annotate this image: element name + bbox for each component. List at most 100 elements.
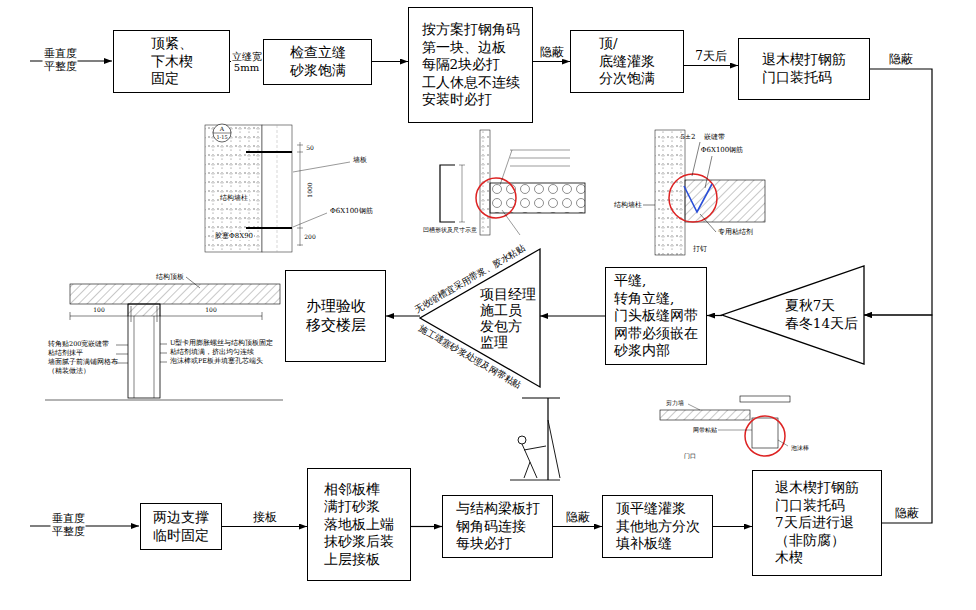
detail-a-part (277, 125, 278, 252)
flow-arrow (553, 526, 602, 527)
edge-label: 接板 (252, 511, 278, 525)
node-text: 相邻板榫 满打砂浆 落地板上端 抹砂浆后装 上层接板 (324, 481, 394, 569)
detail-d-part (186, 277, 200, 288)
annotation-label: 粘结剂填满，挤出均匀连续 (170, 349, 254, 356)
annotation-label: 转角贴200宽嵌缝带 (48, 341, 109, 348)
node-text: 与结构梁板打 钢角码连接 每块必打 (456, 500, 540, 553)
node-text: 办理验收 移交楼层 (306, 297, 366, 336)
flow-arrow (533, 61, 570, 62)
worker-figure (510, 398, 560, 480)
annotation-label: Φ6X100钢筋 (330, 207, 373, 215)
node-text: 两边支撑 临时固定 (153, 509, 209, 544)
detail-a-part (246, 227, 292, 229)
annotation-label: 100 (205, 307, 216, 314)
node-text: 项目经理 施工员 发包方 监理 (480, 286, 536, 351)
flow-arrow (372, 61, 408, 62)
annotation-label: 100 (93, 307, 104, 314)
worker-figure-part (510, 420, 560, 480)
process-box: 退木楔打钢筋 门口装托码 7天后进行退 （非防腐）木楔 (752, 470, 882, 576)
process-box: 检查立缝 砂浆饱满 (263, 39, 372, 85)
node-text: 顶/底缝灌浆 分次饱满 (599, 35, 655, 88)
edge-label: 7天后 (694, 50, 728, 64)
detail-d-part (70, 284, 280, 304)
worker-figure-part (518, 436, 526, 444)
process-box: 两边支撑 临时固定 (140, 503, 222, 550)
process-box: 与结构梁板打 钢角码连接 每块必打 (442, 495, 553, 558)
process-box: 办理验收 移交楼层 (285, 270, 386, 362)
annotation-label: 结构墙柱 (614, 201, 642, 209)
annotation-label: 凹槽形状及尺寸示意 (423, 227, 477, 234)
decision-triangle: 夏秋7天 春冬14天后 (722, 266, 864, 364)
annotation-label: 1000 (307, 182, 314, 197)
node-text: 退木楔打钢筋 门口装托码 (762, 51, 846, 86)
annotation-label: （精装做法） (48, 368, 90, 375)
detail-f (660, 396, 790, 456)
process-box: 相邻板榫 满打砂浆 落地板上端 抹砂浆后装 上层接板 (307, 468, 411, 581)
detail-d-part (116, 344, 167, 363)
annotation-label: 墙板 (353, 156, 367, 164)
triangle-shape (722, 266, 864, 364)
detail-b-part (459, 165, 465, 222)
annotation-label: 泡沫棒或PE板并填塞孔芯端头 (170, 358, 263, 365)
flow-arrow (411, 526, 442, 527)
edge-label: 隐蔽 (894, 507, 920, 521)
detail-d-part (70, 312, 262, 320)
node-text: 按方案打钢角码 第一块、边板 每隔2块必打 工人休息不连续 安装时必打 (422, 21, 520, 109)
detail-c-part (685, 180, 765, 222)
detail-f-part (660, 410, 750, 420)
annotation-label: 1-15 (216, 135, 227, 141)
detail-b-part (476, 178, 516, 218)
annotation-label: 粘结剂抹平 (48, 350, 83, 357)
detail-a-part (297, 142, 303, 246)
detail-f-part (752, 418, 778, 448)
annotation-label: 打钉 (693, 245, 707, 253)
annotation-label: 门口 (684, 453, 696, 460)
annotation-label: 垂直度 平整度 (43, 48, 78, 73)
detail-a-part (213, 124, 231, 142)
node-text: 退木楔打钢筋 门口装托码 7天后进行退 （非防腐）木楔 (775, 479, 859, 567)
edge-label: 立缝宽 5mm (231, 50, 263, 73)
detail-a-part (213, 133, 231, 134)
flow-arrow (713, 526, 752, 527)
detail-a-part (293, 162, 350, 227)
flow-arrow (386, 315, 420, 316)
annotation-label: A (220, 126, 224, 133)
node-text: 检查立缝 砂浆饱满 (290, 44, 346, 79)
detail-c-part (669, 174, 717, 222)
detail-d-part (45, 400, 283, 401)
annotation-label: 泡沫棒 (791, 445, 809, 452)
detail-a (205, 124, 350, 252)
flow-arrow (540, 315, 605, 316)
flow-arrow (707, 315, 722, 316)
process-box: 按方案打钢角码 第一块、边板 每隔2块必打 工人休息不连续 安装时必打 (408, 7, 533, 123)
annotation-label: U型卡用膨胀螺丝与结构顶板固定 (170, 340, 273, 347)
process-box: 退木楔打钢筋 门口装托码 (738, 38, 870, 100)
annotation-label: 剪力墙 (666, 400, 684, 407)
annotation-label: 胶塞Φ8X90 (214, 232, 254, 240)
detail-d-part (131, 306, 157, 398)
detail-d-part (128, 304, 160, 316)
detail-a-part (246, 151, 292, 153)
flow-arrow (684, 65, 738, 66)
annotation-label: 50 (306, 145, 314, 152)
node-text: 夏秋7天 春冬14天后 (785, 297, 858, 332)
flow-arrow (222, 526, 307, 527)
annotation-label: 结构墙柱 (219, 194, 249, 202)
annotation-label: 嵌缝带 (704, 133, 725, 141)
annotation-label: 5±2 (681, 133, 696, 141)
node-text: 顶平缝灌浆 其他地方分次 填补板缝 (616, 500, 700, 553)
process-box: 平缝,转角立缝, 门头板缝网带 网带必须嵌在 砂浆内部 (605, 267, 707, 365)
annotation-label: 墙面腻子前满铺网格布 (48, 359, 118, 366)
annotation-label: 结构顶板 (156, 273, 184, 281)
detail-b-part (440, 165, 455, 222)
detail-d (45, 277, 283, 400)
annotation-label: 200 (304, 234, 315, 241)
node-text: 顶紧、下木楔 固定 (151, 35, 193, 88)
edge-label: 隐蔽 (539, 46, 565, 60)
detail-b (440, 130, 585, 235)
flow-arrow (864, 69, 932, 315)
detail-b-part (500, 150, 570, 235)
detail-f-part (688, 404, 788, 446)
process-box: 顶/底缝灌浆 分次饱满 (570, 30, 684, 93)
annotation-label: 网带粘贴 (693, 427, 717, 434)
